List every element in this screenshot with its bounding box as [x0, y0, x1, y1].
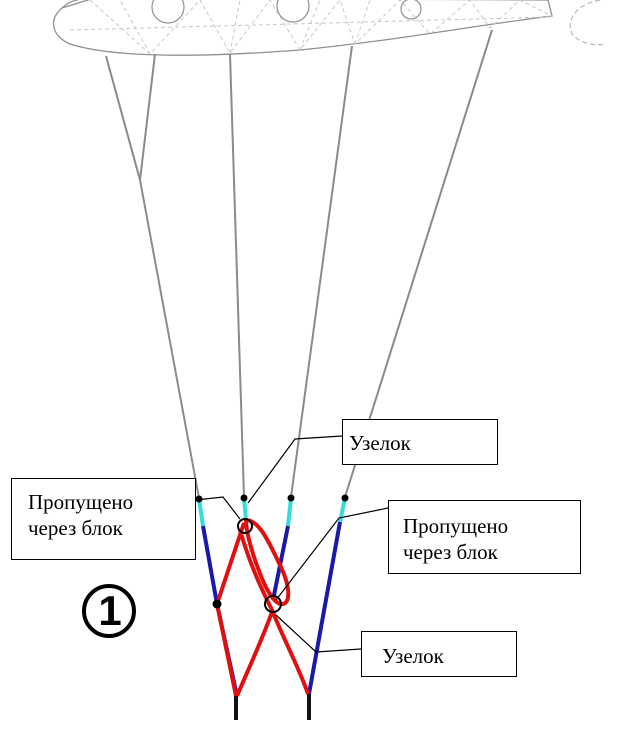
adjacent-wing-fragment — [569, 0, 605, 46]
callout-passed-right-line2: через блок — [403, 540, 498, 564]
callout-knot-top-text: Узелок — [349, 431, 411, 455]
wing-airfoil — [52, 0, 605, 56]
knots — [195, 494, 349, 609]
suspension-line-a — [105, 55, 200, 499]
knot-dot-5 — [212, 599, 222, 609]
wing-vent-3 — [400, 0, 422, 20]
wing-upper-edge — [61, 0, 548, 9]
red-cord-cross-b — [235, 611, 274, 697]
wing-vent-2 — [276, 0, 310, 23]
callout-passed-left-line2: через блок — [28, 516, 123, 540]
wing-truss — [69, 0, 553, 55]
leader-lines — [195, 435, 389, 653]
pulley-ring-left — [237, 518, 253, 534]
callout-knot-bottom-text: Узелок — [382, 644, 444, 668]
pulley-rings — [237, 518, 282, 613]
knot-dot-3 — [287, 494, 295, 502]
suspension-line-d — [290, 45, 353, 498]
suspension-line-b — [139, 53, 156, 181]
red-cord-cross-a — [238, 529, 310, 695]
cyan-segments — [197, 497, 347, 527]
callout-knot-top: Узелок — [342, 419, 498, 465]
callout-knot-bottom: Узелок — [361, 631, 517, 677]
callout-passed-through-pulley-right: Пропущено через блок — [388, 500, 581, 574]
leader-passed-right — [275, 507, 389, 601]
red-cords — [215, 518, 310, 697]
knot-dot-2 — [240, 494, 248, 502]
callout-passed-left-line1: Пропущено — [28, 490, 134, 514]
wing-outline — [52, 0, 553, 56]
leader-knot-bottom — [275, 614, 362, 653]
knot-dot-1 — [195, 495, 203, 503]
figure-number: 1 — [98, 587, 122, 634]
blue-riser-right — [307, 521, 342, 695]
red-cord-left — [215, 522, 246, 697]
suspension-line-c — [229, 53, 245, 498]
leader-knot-top — [247, 435, 343, 504]
figure-number-ring — [82, 584, 136, 638]
knot-dot-4 — [341, 494, 349, 502]
callout-passed-right-line1: Пропущено — [403, 514, 509, 538]
wing-vent-1 — [151, 0, 185, 24]
callout-passed-through-pulley-left: Пропущено через блок — [11, 478, 196, 560]
pulley-ring-right — [264, 595, 282, 613]
riser-ends — [234, 694, 311, 720]
leader-passed-left — [195, 496, 241, 520]
